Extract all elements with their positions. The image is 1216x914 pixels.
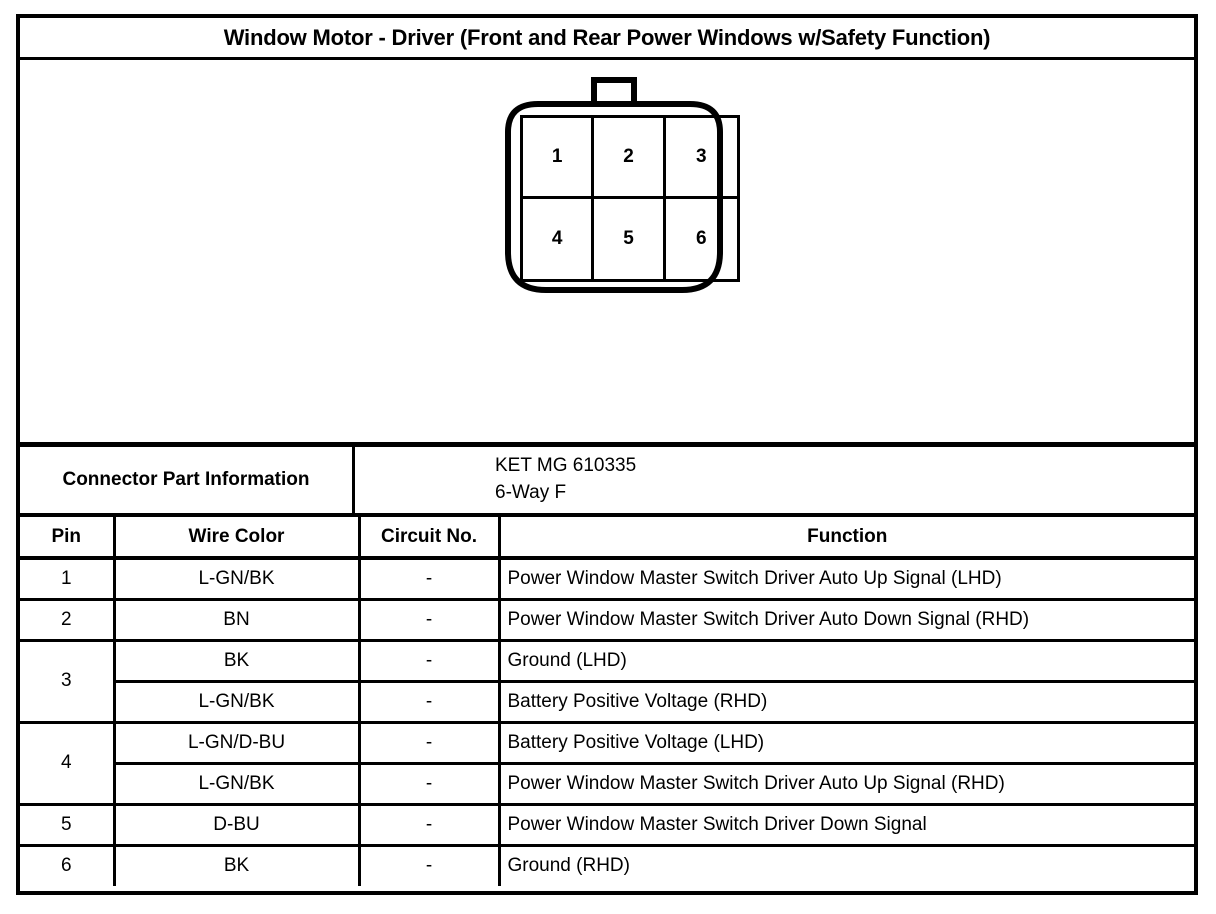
cell-circuit-no: - xyxy=(359,599,501,642)
header-function: Function xyxy=(499,517,1194,560)
cell-wire-color: D-BU xyxy=(114,804,361,847)
document-title-row: Window Motor - Driver (Front and Rear Po… xyxy=(20,18,1194,60)
cell-wire-color: BK xyxy=(114,640,361,683)
connector-diagram-panel: 1 2 3 4 5 6 xyxy=(20,60,1194,447)
header-wire-color: Wire Color xyxy=(114,517,361,560)
cell-circuit-no: - xyxy=(359,640,501,683)
table-row: 5 D-BU - Power Window Master Switch Driv… xyxy=(20,804,1194,847)
connector-part-information-label: Connector Part Information xyxy=(20,447,355,513)
pin-cavity-3: 3 xyxy=(665,118,737,199)
cell-circuit-no: - xyxy=(359,681,501,724)
pin-cavity-label: 3 xyxy=(696,145,707,167)
pin-cavity-label: 6 xyxy=(696,227,707,249)
pin-cavity-label: 4 xyxy=(551,227,563,249)
cell-wire-color: BN xyxy=(114,599,361,642)
table-row: 1 L-GN/BK - Power Window Master Switch D… xyxy=(20,558,1194,601)
way-description: 6-Way F xyxy=(495,482,567,503)
cell-pin: 3 xyxy=(20,640,116,724)
cell-function: Power Window Master Switch Driver Auto U… xyxy=(499,763,1194,806)
cell-function: Power Window Master Switch Driver Down S… xyxy=(499,804,1194,847)
pin-cavity-1: 1 xyxy=(523,118,595,199)
connector-face-view: 1 2 3 4 5 6 xyxy=(486,74,742,306)
header-pin: Pin xyxy=(20,517,116,560)
cell-function: Battery Positive Voltage (LHD) xyxy=(499,722,1194,765)
cell-pin: 2 xyxy=(20,599,116,642)
header-circuit-no: Circuit No. xyxy=(359,517,501,560)
table-header: Pin Wire Color Circuit No. Function xyxy=(20,517,1194,560)
connector-part-information-row: Connector Part Information KET MG 610335… xyxy=(20,447,1194,517)
cell-circuit-no: - xyxy=(359,804,501,847)
table-row: 2 BN - Power Window Master Switch Driver… xyxy=(20,599,1194,642)
connector-housing-icon xyxy=(505,77,723,293)
part-number: KET MG 610335 xyxy=(495,455,637,477)
table-header-row: Pin Wire Color Circuit No. Function xyxy=(20,517,1194,560)
cell-circuit-no: - xyxy=(359,845,501,886)
cell-pin: 4 xyxy=(20,722,116,806)
table-row: 4 L-GN/D-BU - Battery Positive Voltage (… xyxy=(20,722,1194,806)
pin-cavity-label: 1 xyxy=(551,145,563,167)
cell-circuit-no: - xyxy=(359,763,501,806)
cell-circuit-no: - xyxy=(359,722,501,765)
cell-wire-color: L-GN/BK xyxy=(114,763,361,806)
pin-cavity-label: 2 xyxy=(623,145,634,167)
cell-function: Power Window Master Switch Driver Auto U… xyxy=(499,558,1194,601)
table-row: 6 BK - Ground (RHD) xyxy=(20,845,1194,886)
cell-wire-color: BK xyxy=(114,845,361,886)
pin-cavity-4: 4 xyxy=(523,198,595,279)
pin-cavity-grid: 1 2 3 4 5 6 xyxy=(520,115,740,282)
cell-wire-color: L-GN/BK xyxy=(114,681,361,724)
cell-wire-color: L-GN/BK xyxy=(114,558,361,601)
cell-pin: 5 xyxy=(20,804,116,847)
pin-cavity-label: 5 xyxy=(623,227,634,249)
table-body: 1 L-GN/BK - Power Window Master Switch D… xyxy=(20,558,1194,886)
connector-datasheet: Window Motor - Driver (Front and Rear Po… xyxy=(16,14,1198,895)
cell-function: Ground (LHD) xyxy=(499,640,1194,683)
table-row: 3 BK - Ground (LHD) xyxy=(20,640,1194,724)
cell-wire-color: L-GN/D-BU xyxy=(114,722,361,765)
cell-function: Power Window Master Switch Driver Auto D… xyxy=(499,599,1194,642)
cell-pin: 1 xyxy=(20,558,116,601)
cell-circuit-no: - xyxy=(359,558,501,601)
table-row: L-GN/BK - Power Window Master Switch Dri… xyxy=(20,763,1194,806)
pin-cavity-2: 2 xyxy=(594,118,666,199)
cell-function: Ground (RHD) xyxy=(507,855,630,877)
page-title: Window Motor - Driver (Front and Rear Po… xyxy=(223,24,991,50)
pin-cavity-5: 5 xyxy=(594,198,666,279)
pin-cavity-6: 6 xyxy=(666,199,737,280)
cell-function: Battery Positive Voltage (RHD) xyxy=(499,681,1194,724)
pin-assignment-table: Pin Wire Color Circuit No. Function 1 L-… xyxy=(20,517,1194,886)
table-row: L-GN/BK - Battery Positive Voltage (RHD) xyxy=(20,681,1194,724)
cell-pin: 6 xyxy=(20,845,116,886)
connector-part-information-value: KET MG 610335 6-Way F xyxy=(355,447,1194,513)
